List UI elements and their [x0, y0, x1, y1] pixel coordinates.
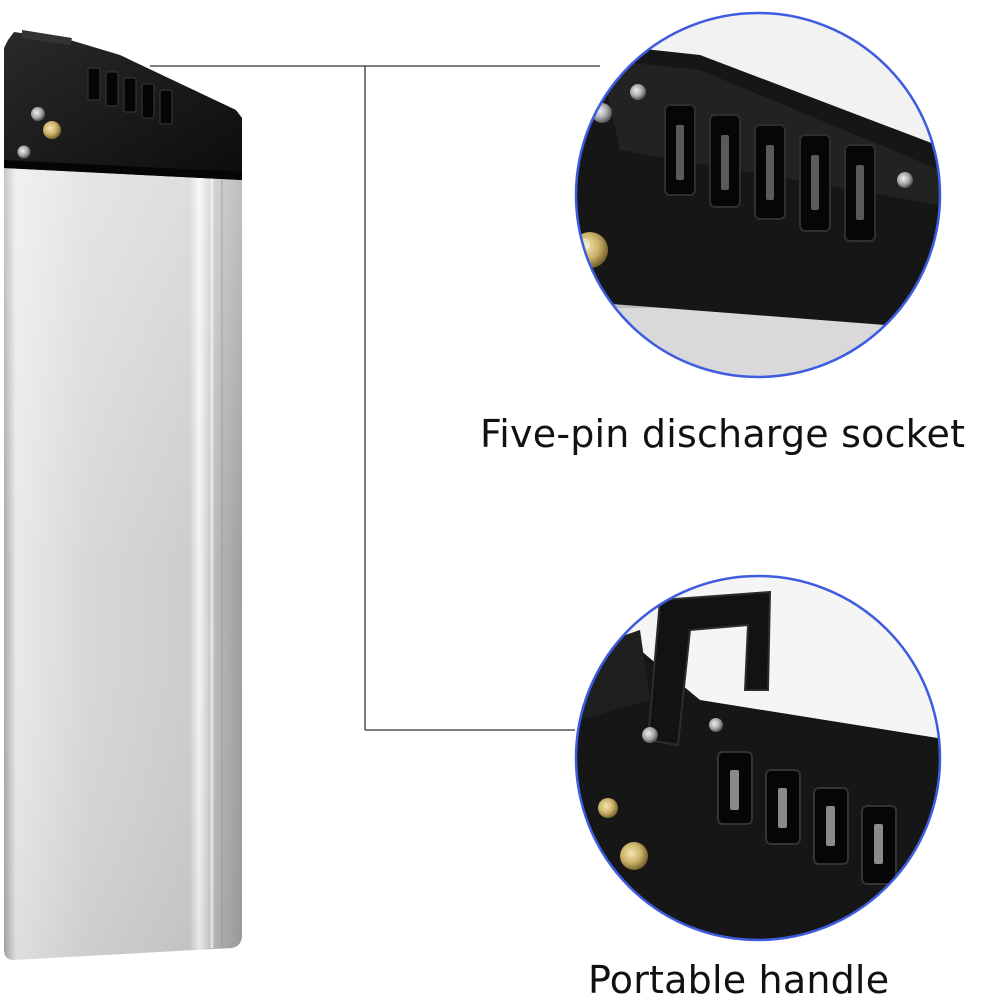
handle-detail-icon: [574, 574, 942, 942]
leader-lines: [150, 65, 600, 731]
socket-caption: Five-pin discharge socket: [480, 412, 966, 456]
handle-caption: Portable handle: [588, 958, 890, 1002]
socket-detail-icon: [574, 11, 942, 379]
battery-pack-icon: [4, 30, 242, 960]
